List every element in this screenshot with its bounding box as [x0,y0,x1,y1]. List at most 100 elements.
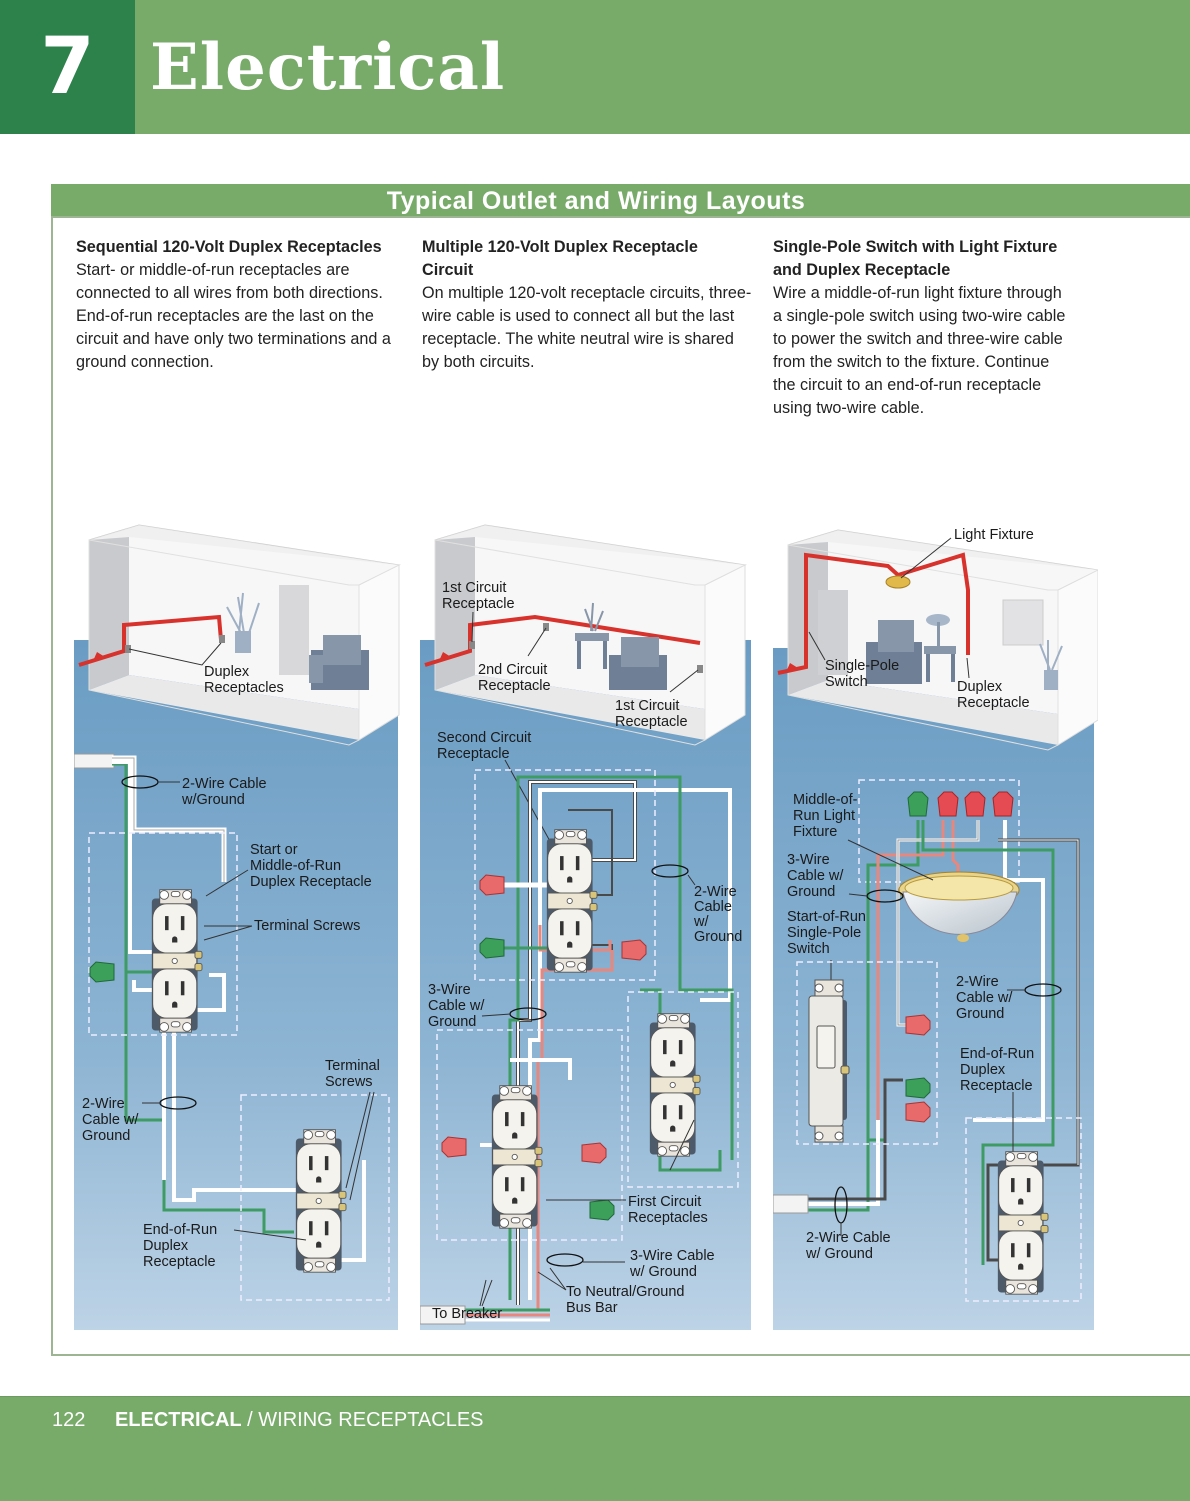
armchair-icon [309,635,369,690]
section-frame [51,184,1190,1356]
wire-nut-red [621,939,647,961]
cable-sheath [420,1305,466,1325]
single-pole-switch [808,979,850,1143]
cable-sheath [74,753,115,769]
footer-section: ELECTRICAL [114,1409,242,1431]
end-of-run-receptacle [295,1129,347,1273]
hot-wire-route [777,552,970,675]
plant-icon [584,602,604,632]
ceiling-light-fixture [898,871,1020,942]
end-of-run-receptacle [997,1151,1049,1295]
wire-nut-red [581,1142,607,1164]
junction-box-outline [965,1117,1082,1302]
section-title: Typical Outlet and Wiring Layouts [386,187,806,215]
page-footer: 122 ELECTRICAL / WIRING RECEPTACLES [0,1396,1190,1501]
chapter-number-box: 7 [0,0,135,134]
room-illustration [78,524,400,746]
column-body: Start- or middle-of-run receptacles are … [76,261,391,371]
column-single-pole: Single-Pole Switch with Light Fixture an… [773,236,1073,420]
chapter-header: 7 Electrical [0,0,1190,134]
wires-top [112,755,366,1262]
wire-nut-red [992,791,1014,817]
first-circuit-receptacle-a [491,1085,543,1229]
chapter-title: Electrical [150,30,506,105]
first-circuit-receptacle-b [649,1013,701,1157]
armchair-icon [609,637,667,690]
diagram-background [74,640,398,1330]
column-multiple: Multiple 120-Volt Duplex Receptacle Circ… [422,236,752,374]
cable-marker [546,1253,584,1267]
label-terminal-screws: Terminal Screws [254,918,360,934]
footer-separator: / [247,1409,253,1431]
wire-nut-green [905,1077,931,1099]
section-title-bar: Typical Outlet and Wiring Layouts [51,184,1190,218]
footer-subsection: WIRING RECEPTACLES [258,1409,484,1431]
hot-wire-route [78,614,223,667]
wire-nut-green [907,791,929,817]
start-of-run-receptacle [151,889,203,1033]
column-heading: Single-Pole Switch with Light Fixture an… [773,238,1058,279]
column-heading: Multiple 120-Volt Duplex Receptacle Circ… [422,238,698,279]
column-sequential: Sequential 120-Volt Duplex Receptacles S… [76,236,406,374]
cable-sheath [773,1194,809,1214]
wire-nut-green [479,937,505,959]
footer-running-head: 122 ELECTRICAL / WIRING RECEPTACLES [52,1409,484,1432]
armchair-icon [866,620,922,684]
column-body: Wire a middle-of-run light fixture throu… [773,284,1066,417]
page-number: 122 [52,1409,86,1431]
wire-nut-red [479,874,505,896]
plant-icon [1039,640,1063,690]
plant-icon [226,592,260,653]
column-body: On multiple 120-volt receptacle circuits… [422,284,752,371]
junction-box-outline [240,1094,390,1301]
column-heading: Sequential 120-Volt Duplex Receptacles [76,238,382,256]
diagram-background [420,640,751,1330]
wire-nut-red [905,1101,931,1123]
wire-nut-red [441,1136,467,1158]
label-room-light-fixture: Light Fixture [954,527,1034,543]
wire-nut-green [589,1199,615,1221]
junction-box-outline [796,961,938,1145]
second-circuit-receptacle [546,829,598,973]
junction-box-outline [627,991,739,1188]
junction-box-outline [436,1029,623,1241]
light-fixture-icon [885,575,911,589]
label-to-breaker: To Breaker [432,1306,502,1322]
wire-nut-red [905,1014,931,1036]
wire-nut-red [964,791,986,817]
chapter-number: 7 [40,22,95,112]
ground-wire-nut [89,961,115,983]
lamp-table-icon [924,614,956,682]
cable-marker [651,864,689,878]
room-illustration [777,529,1098,751]
junction-box-outline [88,832,238,1036]
wire-nut-red [937,791,959,817]
room-illustration [424,524,746,746]
